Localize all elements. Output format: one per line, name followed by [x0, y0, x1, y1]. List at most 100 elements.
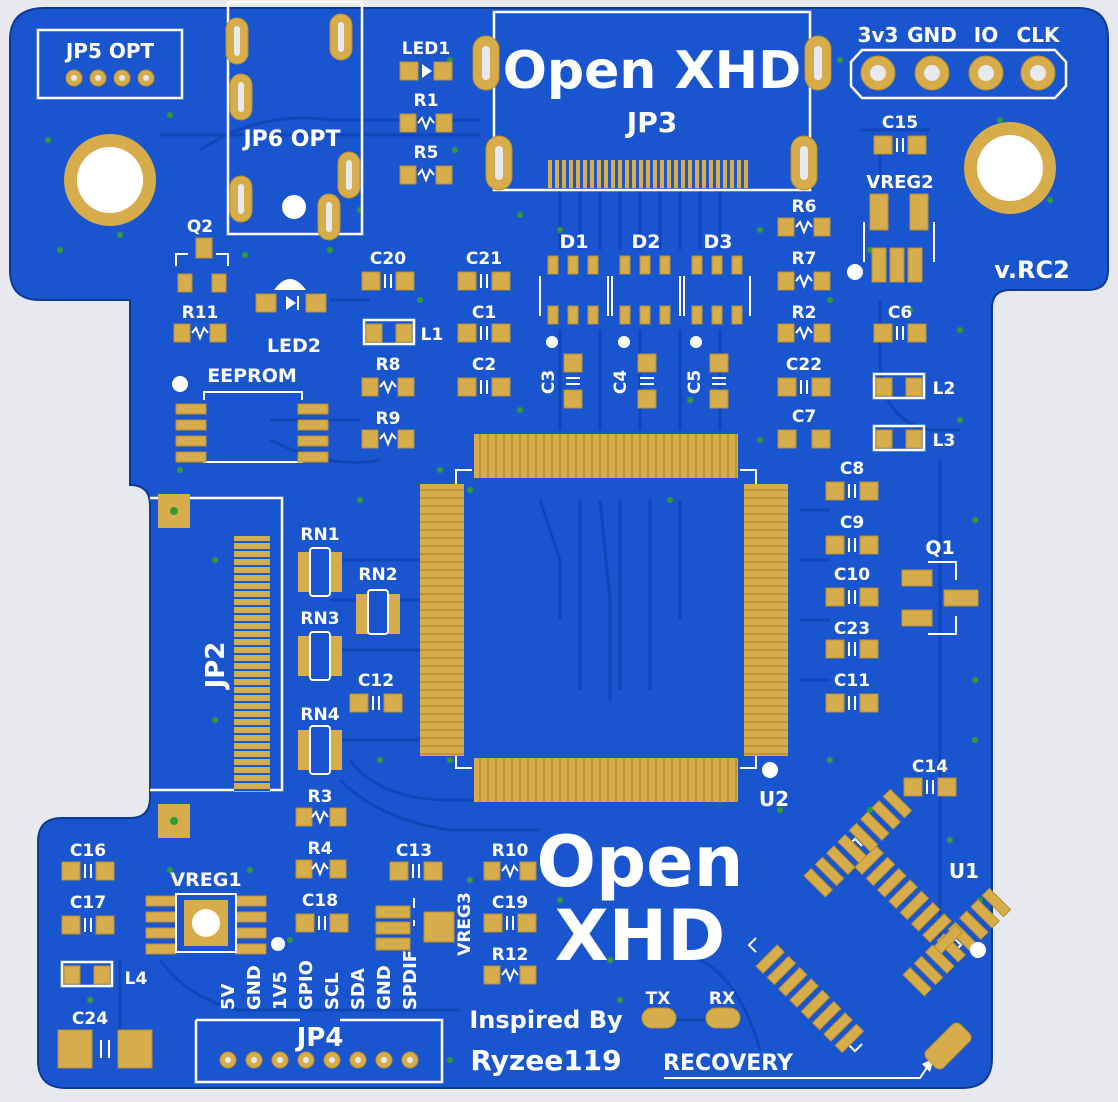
r12: R12 — [483, 945, 537, 985]
u1-pad — [922, 913, 952, 943]
svg-text:RECOVERY: RECOVERY — [663, 1051, 794, 1076]
svg-text:R6: R6 — [792, 197, 817, 217]
svg-text:C13: C13 — [396, 841, 432, 861]
jp4-pin-label: GND — [374, 965, 395, 1010]
u1-pad — [837, 833, 868, 864]
c16: C16 — [61, 841, 115, 881]
board-outline — [9, 7, 1109, 1089]
svg-text:R7: R7 — [792, 249, 817, 269]
diode-pad — [691, 305, 703, 325]
svg-text:L1: L1 — [421, 325, 444, 345]
jp3-pin — [695, 160, 699, 188]
credit-line-2: Ryzee119 — [470, 1044, 621, 1077]
svg-text:C4: C4 — [611, 370, 631, 394]
jp3-pin — [555, 160, 559, 188]
jp3-pin — [744, 160, 748, 188]
c19: C19 — [483, 893, 537, 933]
svg-text:L4: L4 — [125, 969, 148, 989]
jp4-pin-hole — [251, 1057, 257, 1063]
c3: C3 — [539, 353, 583, 409]
svg-text:LED1: LED1 — [402, 39, 450, 59]
u1-pad — [876, 867, 907, 898]
u1-pad — [834, 1023, 865, 1054]
u1-pad — [899, 890, 930, 921]
svg-text:L3: L3 — [933, 431, 956, 451]
diode-pad — [659, 305, 671, 325]
svg-text:JP2: JP2 — [201, 642, 231, 691]
svg-text:VREG3: VREG3 — [455, 892, 475, 956]
svg-text:R12: R12 — [492, 945, 529, 965]
u1-pad — [981, 887, 1012, 918]
svg-text:LED2: LED2 — [267, 335, 321, 357]
jp4-pin-hole — [355, 1057, 361, 1063]
u1-pin1-marker — [970, 942, 986, 958]
c23: C23 — [825, 619, 879, 659]
l4: L4 — [60, 960, 148, 989]
jp3-pin — [632, 160, 636, 188]
u1-pad — [826, 845, 856, 875]
jp3-pin — [730, 160, 734, 188]
led1: LED1 — [399, 39, 453, 81]
jp4-pin-label: GPIO — [296, 960, 317, 1010]
jp3-pin — [639, 160, 643, 188]
svg-text:JP4: JP4 — [295, 1023, 344, 1053]
diodes: D1 D2 D3 — [539, 231, 751, 348]
r9: R9 — [361, 409, 415, 449]
svg-text:C9: C9 — [840, 513, 864, 533]
big-title-line-1: Open — [537, 821, 744, 903]
jp4-pin-hole — [277, 1057, 283, 1063]
u1-label: U1 — [949, 859, 979, 883]
svg-text:R11: R11 — [182, 303, 219, 323]
c12: C12 — [349, 671, 403, 713]
u1-pad — [865, 856, 896, 887]
svg-text:R3: R3 — [308, 787, 333, 807]
jp3-pin — [737, 160, 741, 188]
jp3-pin — [674, 160, 678, 188]
r5: R5 — [399, 143, 453, 185]
svg-text:VREG2: VREG2 — [866, 172, 933, 193]
rx-pad: RX — [705, 989, 741, 1029]
jp3-pin — [597, 160, 601, 188]
svg-text:C14: C14 — [912, 757, 948, 777]
c17: C17 — [61, 893, 115, 935]
jp3-pin — [576, 160, 580, 188]
jp3-label: JP3 — [625, 106, 677, 139]
svg-text:RN4: RN4 — [300, 705, 339, 725]
vreg1: VREG1 — [145, 869, 285, 955]
u1-pad — [913, 955, 944, 986]
c4: C4 — [611, 353, 657, 409]
jp3-pin — [548, 160, 552, 188]
c21: C21 — [457, 249, 511, 291]
svg-text:R2: R2 — [792, 303, 817, 323]
u1-pad — [888, 879, 918, 909]
jp3-connector: Open XHD JP3 — [472, 10, 832, 192]
jp4-pin-label: SCL — [322, 972, 343, 1010]
u1-pad — [902, 966, 933, 997]
jp4-pin-hole — [381, 1057, 387, 1063]
u1-pad — [789, 978, 819, 1008]
jp3-pin — [716, 160, 720, 188]
credit-line-1: Inspired By — [469, 1006, 623, 1034]
svg-text:EEPROM: EEPROM — [207, 365, 297, 387]
u1-pad — [933, 924, 964, 955]
svg-text:C22: C22 — [786, 355, 822, 375]
jp4-pin-hole — [407, 1057, 413, 1063]
jp3-pin — [667, 160, 671, 188]
jp3-pin — [562, 160, 566, 188]
jp3-pin — [653, 160, 657, 188]
led2: LED2 — [255, 279, 327, 357]
r3: R3 — [295, 787, 347, 827]
svg-text:D2: D2 — [632, 231, 661, 253]
c9: C9 — [825, 513, 879, 555]
c11: C11 — [825, 671, 879, 713]
svg-text:C24: C24 — [72, 1009, 108, 1029]
rn1: RN1 — [298, 525, 342, 597]
diode-pad — [619, 255, 631, 275]
jp3-pin — [583, 160, 587, 188]
diode-pad — [711, 255, 723, 275]
jp5-connector: JP5 OPT — [36, 28, 184, 100]
diode-pad — [587, 255, 599, 275]
u1-pad — [814, 856, 845, 887]
diode-pad — [691, 255, 703, 275]
diode-pad — [731, 305, 743, 325]
